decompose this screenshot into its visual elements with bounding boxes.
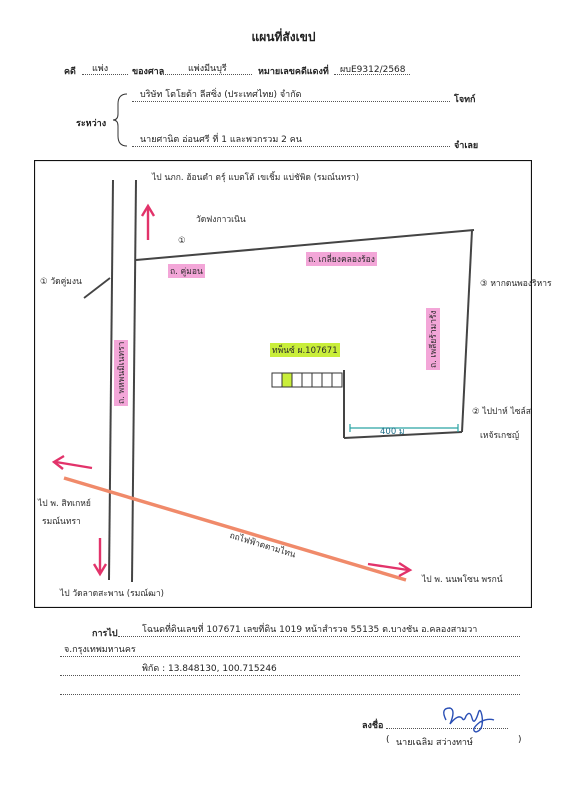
target-parcel-label: ทพ็นซ์ ผ.107671 [270, 343, 340, 357]
map-top-label: ไป นภก. ฮ้อนดำ ตรุ์ แบตโต้ เขเชิ้ม แบ่ชั… [152, 173, 360, 183]
side-road-left [83, 277, 111, 299]
directions-line2: จ.กรุงเทพมหานคร [64, 645, 136, 655]
vertical-road-label: ถ. พหพนมิเนทรา [114, 339, 128, 406]
arrow-up-icon [140, 203, 156, 240]
defendant-name: นายศานิต อ่อนศรี ที่ 1 และพวกรวม 2 คน [140, 135, 302, 145]
signature-image [443, 707, 495, 733]
sketch-map: ไป นภก. ฮ้อนดำ ตรุ์ แบตโต้ เขเชิ้ม แบ่ชั… [34, 160, 552, 608]
court-label: ของศาล [132, 67, 165, 77]
page-title: แผนที่สังเขป [251, 30, 316, 44]
arrow-left-icon [51, 454, 93, 470]
connecting-road [135, 229, 475, 261]
road-label-a: ถ. คู่มอน [168, 264, 205, 278]
bottom-right-label: ไป พ. นนพโซน พรกน์ [422, 575, 503, 585]
brace-icon [112, 93, 128, 147]
road-label-b: ถ. เกลี่ยงคลองร้อง [306, 252, 377, 266]
black-case-number: ผบE9312/2568 [340, 65, 406, 75]
black-case-label: หมายเลขคดีแดงที่ [258, 67, 329, 77]
paren-open: ( [386, 735, 390, 745]
right-bottom-label-2: เหจ้รเกชญ์ [480, 431, 520, 441]
directions-label: การไป [92, 629, 118, 639]
main-road-right-edge [131, 179, 137, 583]
map-drawing [34, 160, 532, 608]
directions-line1: โฉนดที่ดินเลขที่ 107671 เลขที่ดิน 1019 ห… [142, 625, 478, 635]
distance-label: 400 ม [380, 427, 405, 437]
signer-name: นายเฉลิม สว่างทาษ์ [396, 738, 473, 748]
between-label: ระหว่าง [76, 119, 107, 129]
paren-close: ) [518, 735, 522, 745]
wat-label: วัดฟงกาวเนิน [196, 215, 246, 225]
map-frame [34, 160, 532, 608]
wat-number: ① [178, 236, 186, 246]
case-type: แพ่ง [92, 64, 109, 74]
coordinates: พิกัด : 13.848130, 100.715246 [142, 664, 277, 674]
defendant-role: จำเลย [454, 141, 479, 151]
bottom-left-label: ไป วัดลาดสะพาน (รมณ์ฒา) [60, 589, 164, 599]
left-lower-label-1: ไป พ. สิทเกหย์ [38, 499, 91, 509]
arrow-down-icon [92, 538, 108, 577]
arrow-right-icon [367, 561, 413, 578]
main-road-left-edge [108, 179, 114, 581]
plaintiff-name: บริษัท โตโยต้า ลีสซิ่ง (ประเทศไทย) จำกัด [140, 90, 302, 100]
signature-label: ลงชื่อ [362, 721, 384, 731]
lane-bottom [343, 431, 463, 439]
left-mid-label: ① วัดคู่มงน [40, 277, 82, 287]
court-name: แพ่งมีนบุรี [188, 64, 227, 74]
right-road [461, 229, 473, 433]
right-road-label: ถ. เพลียร้ามารัง [426, 308, 440, 370]
case-label: คดี [64, 67, 76, 77]
right-top-label: ③ หากดนพองริหาร [480, 279, 552, 289]
plaintiff-role: โจทก์ [454, 95, 476, 105]
left-lower-label-2: รมณ์นทรา [42, 517, 81, 527]
right-bottom-label-1: ② ไปปาห์ ไซล์ส [472, 407, 531, 417]
railway-line [63, 476, 407, 582]
property-parcels [271, 372, 343, 388]
